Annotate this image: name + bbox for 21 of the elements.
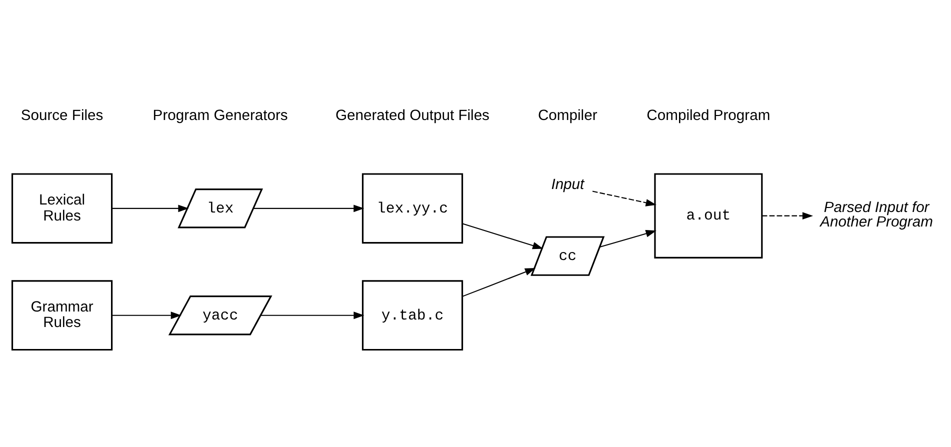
label: Source Files [20, 108, 104, 124]
label: Compiled Program [646, 108, 770, 124]
arrow [592, 190, 656, 206]
arrow [462, 268, 536, 297]
node-text: Parsed Input for Another Program [820, 200, 933, 231]
label: Compiler [538, 108, 598, 124]
arrow [462, 223, 544, 250]
node-box: a.out [654, 173, 763, 258]
arrow [254, 204, 364, 212]
label: Program Generators [152, 108, 288, 124]
arrow [600, 230, 656, 248]
node-box: lex.yy.c [362, 173, 464, 244]
node-box: Grammar Rules [11, 280, 113, 351]
label: Generated Output Files [336, 108, 490, 124]
arrow [112, 204, 189, 212]
node-text: Input [551, 177, 584, 194]
arrow [762, 212, 814, 220]
node-box: Lexical Rules [11, 173, 113, 244]
node-box: y.tab.c [362, 280, 464, 351]
arrow [112, 312, 182, 320]
arrow [260, 312, 364, 320]
